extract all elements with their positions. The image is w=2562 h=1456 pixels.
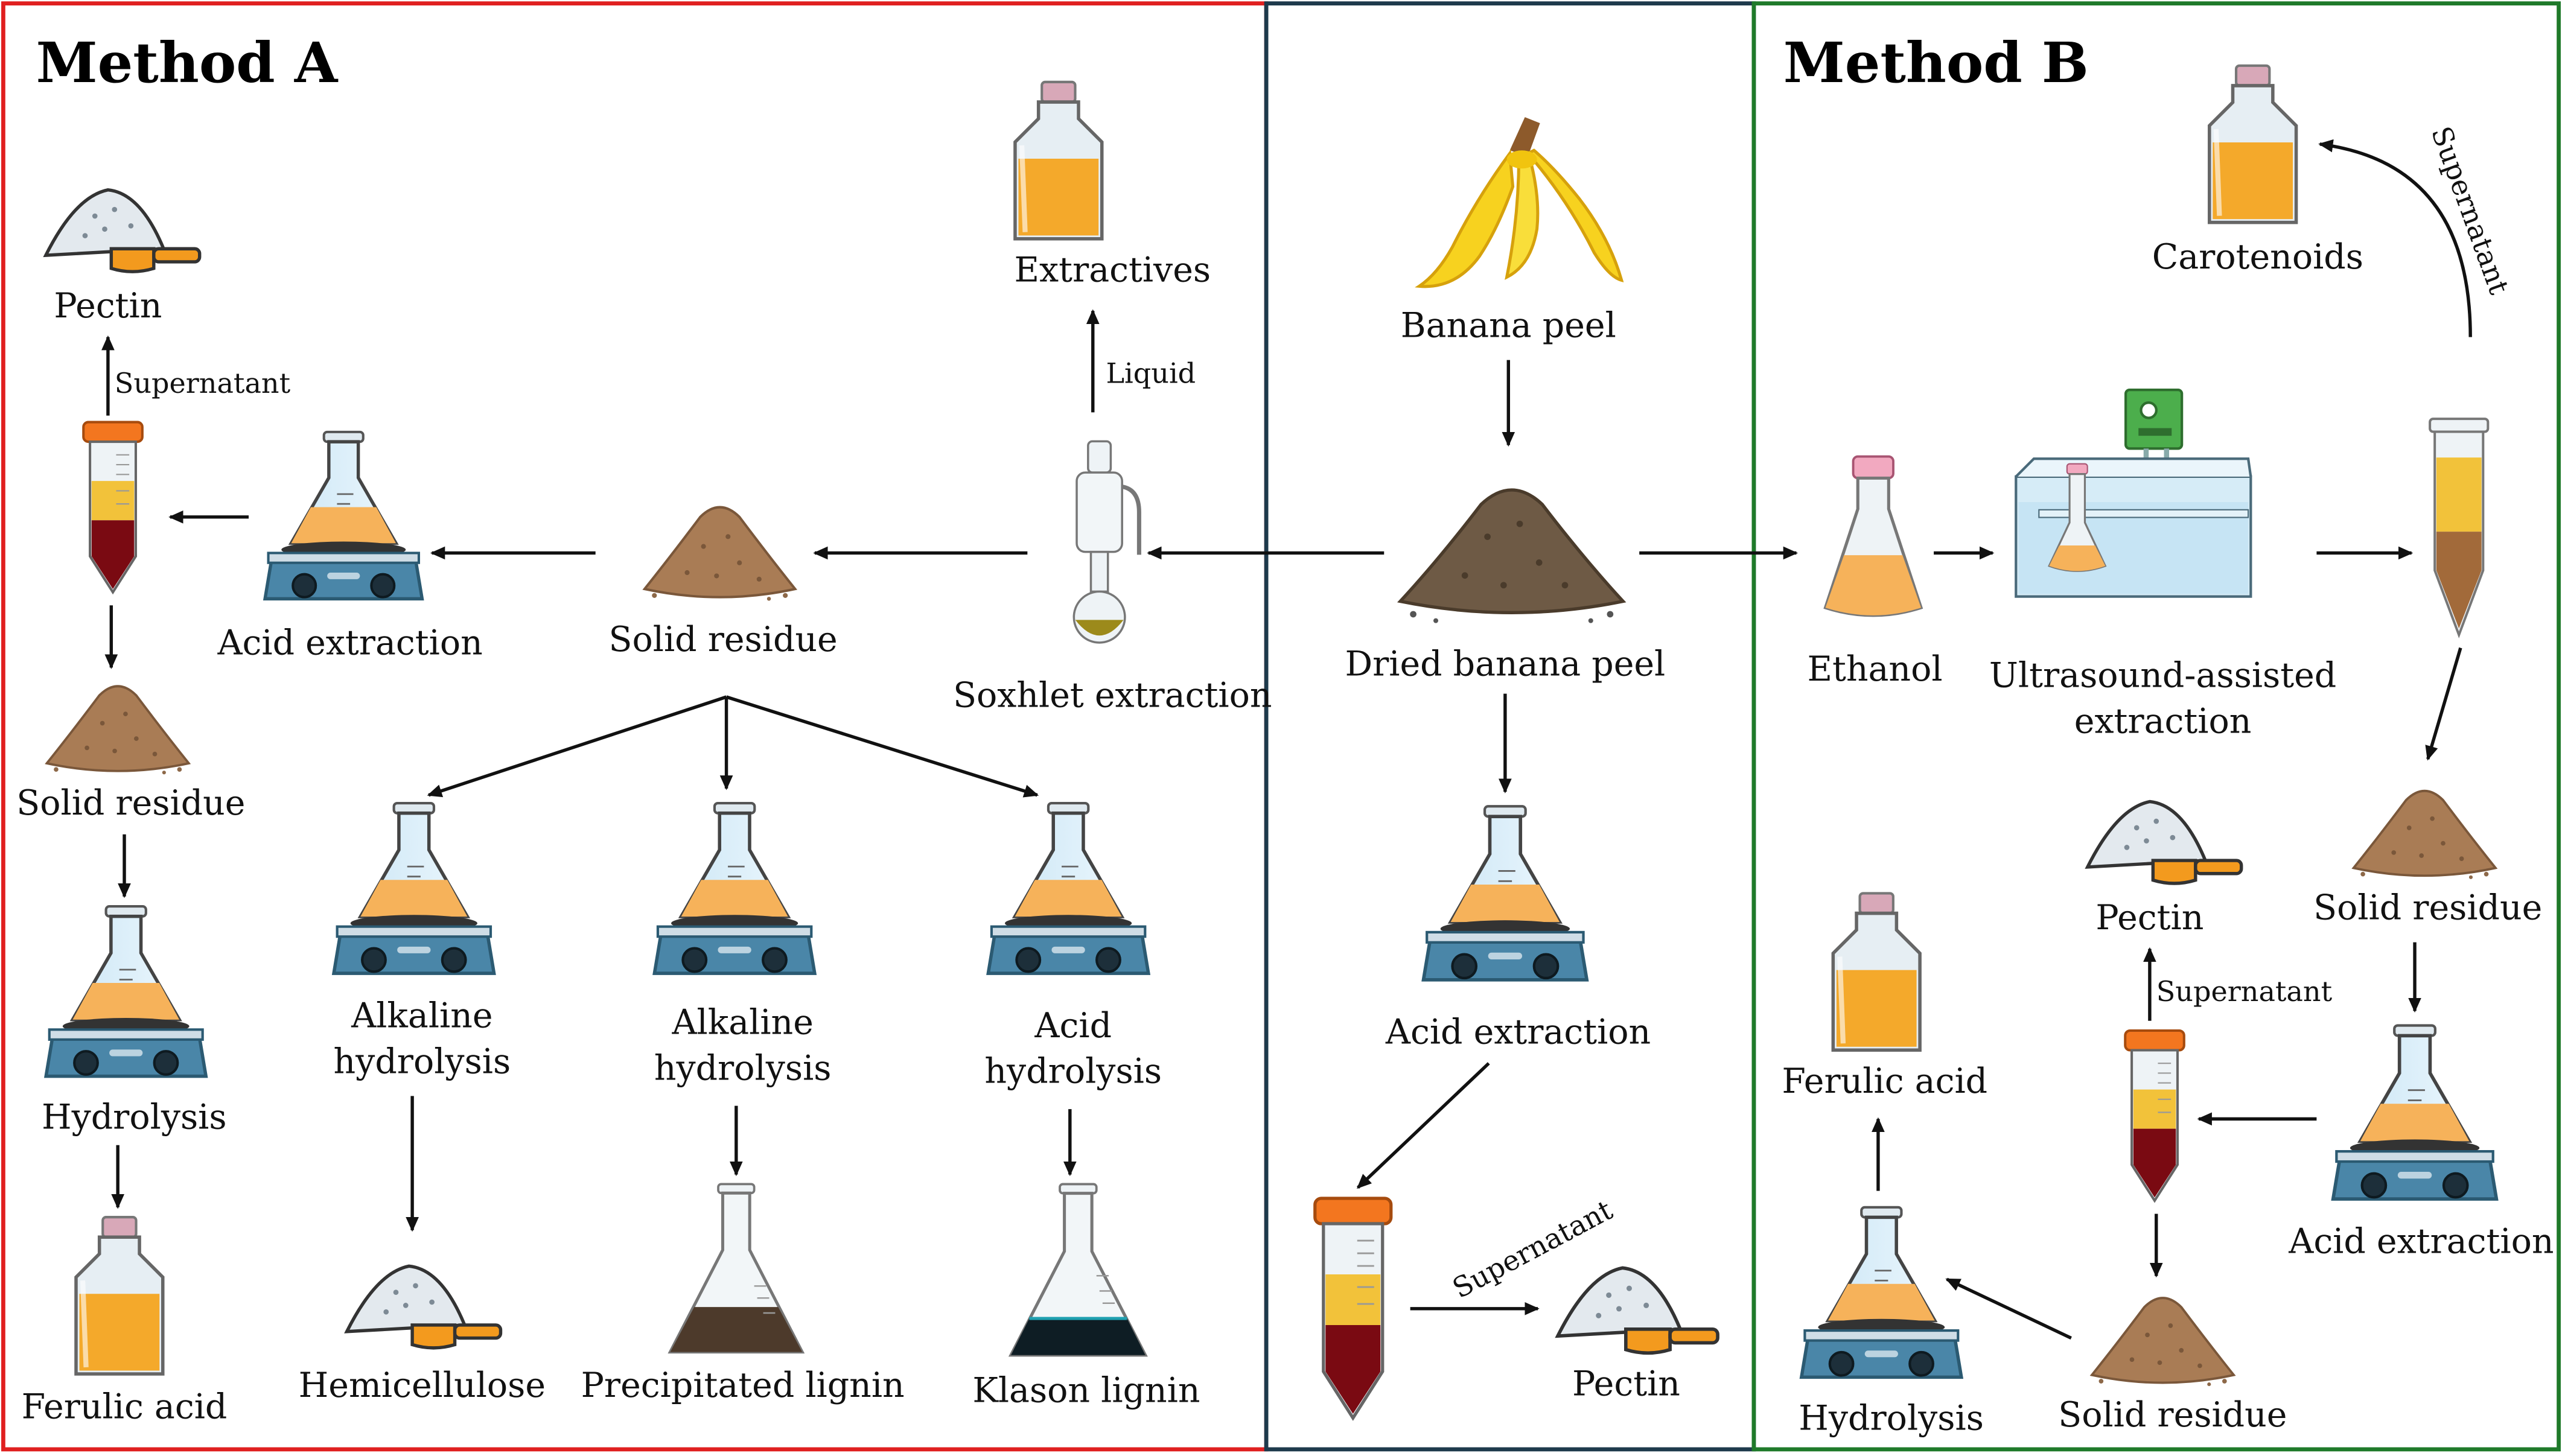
method-b-pectin-scoop-icon: [2088, 801, 2242, 883]
solid-residue-right-label: Solid residue: [2313, 888, 2542, 928]
method-b-acid-extraction-label: Acid extraction: [2288, 1222, 2554, 1262]
dried-banana-peel-label: Dried banana peel: [1345, 644, 1665, 684]
method-a-title: Method A: [36, 30, 339, 95]
acid-hydrolysis-line2: hydrolysis: [984, 1052, 1162, 1092]
ethanol-flask-icon: [1826, 457, 1921, 615]
solid-residue-center-label: Solid residue: [609, 620, 838, 660]
method-b-hydrolysis-stirrer-icon: [1802, 1207, 1961, 1378]
carotenoids-bottle-icon: [2210, 66, 2296, 223]
alkaline-hydrolysis-1-line2: hydrolysis: [334, 1041, 511, 1081]
ethanol-label: Ethanol: [1807, 649, 1942, 689]
hydrolysis-stirrer-icon: [46, 906, 206, 1076]
arrow-tube-to-right-residue: [2425, 647, 2462, 761]
soxhlet-label: Soxhlet extraction: [953, 675, 1272, 715]
carotenoids-label: Carotenoids: [2152, 237, 2363, 277]
right-solid-residue-pile-icon: [2354, 791, 2496, 879]
method-b-panel: [1751, 1, 2561, 1452]
center-pectin-scoop-icon: [1558, 1268, 1718, 1353]
solid-residue-bottom-label: Solid residue: [2058, 1395, 2287, 1435]
alkaline-hydrolysis-1-line1: Alkaline: [351, 996, 492, 1036]
method-b-conical-tube-icon: [2430, 419, 2488, 635]
uae-label-line2: extraction: [2074, 702, 2252, 742]
klason-lignin-flask-icon: [1011, 1184, 1146, 1355]
hemicellulose-scoop-icon: [347, 1266, 501, 1348]
precipitated-lignin-flask-icon: [670, 1184, 802, 1352]
acid-hydrolysis-line1: Acid: [1034, 1006, 1112, 1046]
banana-peel-label: Banana peel: [1401, 306, 1616, 346]
arrow-branch-alkaline-1: [427, 695, 727, 798]
center-solid-residue-pile-icon: [645, 507, 795, 601]
arrow-branch-acid-hydrolysis: [725, 695, 1039, 798]
method-a-centrifuge-tube-icon: [83, 422, 142, 593]
extractives-bottle-icon: [1015, 82, 1102, 239]
method-b-acid-extraction-stirrer-icon: [2333, 1026, 2497, 1200]
precipitated-lignin-label: Precipitated lignin: [581, 1365, 905, 1405]
method-a-acid-extraction-label: Acid extraction: [217, 623, 482, 663]
arrow-tube-to-carotenoids: [2318, 139, 2472, 337]
alkaline-hydrolysis-1-stirrer-icon: [334, 803, 494, 973]
klason-lignin-label: Klason lignin: [972, 1370, 1200, 1410]
method-a-ferulic-acid-label: Ferulic acid: [22, 1387, 228, 1426]
method-a-supernatant-label: Supernatant: [115, 367, 291, 399]
uae-label-line1: Ultrasound-assisted: [1989, 656, 2336, 696]
method-a-pectin-scoop-icon: [46, 190, 200, 272]
arrow-residue-to-hydrolysis-b: [1945, 1277, 2072, 1340]
ultrasound-bath-icon: [2016, 390, 2251, 597]
acid-hydrolysis-stirrer-icon: [988, 803, 1148, 973]
method-b-hydrolysis-label: Hydrolysis: [1799, 1398, 1984, 1438]
dried-banana-peel-icon: [1400, 490, 1623, 623]
method-a-pectin-label: Pectin: [54, 286, 162, 326]
method-a-ferulic-acid-bottle-icon: [76, 1217, 163, 1374]
liquid-label: Liquid: [1106, 357, 1196, 390]
center-acid-extraction-stirrer-icon: [1424, 806, 1587, 980]
hemicellulose-label: Hemicellulose: [299, 1365, 546, 1405]
solid-residue-left-label: Solid residue: [16, 783, 245, 823]
method-b-title: Method B: [1783, 30, 2089, 95]
method-b-ferulic-acid-bottle-icon: [1833, 893, 1920, 1050]
hydrolysis-label: Hydrolysis: [42, 1098, 227, 1137]
method-b-supernatant-mid-label: Supernatant: [2156, 975, 2333, 1008]
soxhlet-extractor-icon: [1074, 441, 1139, 643]
extractives-label: Extractives: [1014, 250, 1211, 290]
center-acid-extraction-label: Acid extraction: [1385, 1013, 1651, 1052]
alkaline-hydrolysis-2-line2: hydrolysis: [654, 1048, 832, 1088]
bottom-solid-residue-pile-icon: [2092, 1298, 2234, 1386]
arrow-acid-to-tube: [1356, 1062, 1490, 1189]
banana-peel-icon: [1419, 117, 1621, 287]
left-solid-residue-pile-icon: [47, 686, 189, 774]
alkaline-hydrolysis-2-stirrer-icon: [654, 803, 814, 973]
alkaline-hydrolysis-2-line1: Alkaline: [671, 1002, 813, 1042]
method-a-acid-extraction-stirrer-icon: [265, 432, 422, 599]
center-centrifuge-tube-icon: [1315, 1198, 1391, 1418]
center-pectin-label: Pectin: [1572, 1364, 1680, 1404]
method-b-pectin-label: Pectin: [2095, 898, 2204, 938]
method-b-centrifuge-tube-icon: [2125, 1031, 2184, 1201]
method-b-ferulic-acid-label: Ferulic acid: [1782, 1061, 1987, 1101]
